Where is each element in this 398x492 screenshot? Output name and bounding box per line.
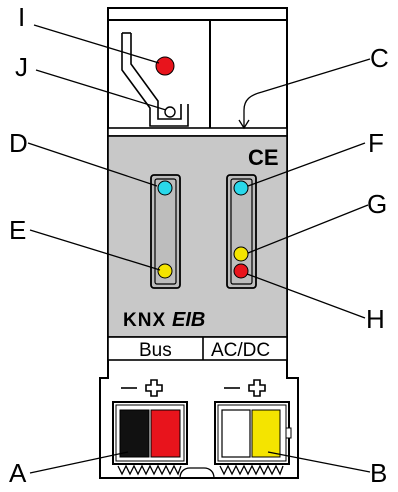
callout-a: A bbox=[9, 458, 27, 487]
ce-mark: CE bbox=[248, 145, 279, 170]
led-h-red bbox=[233, 263, 249, 279]
bus-led-window bbox=[150, 174, 181, 289]
eib-logo: EIB bbox=[172, 309, 205, 331]
power-led-window bbox=[226, 174, 257, 289]
acdc-label: AC/DC bbox=[211, 340, 270, 361]
bus-terminal-plus-red[interactable] bbox=[150, 409, 181, 458]
programming-button[interactable] bbox=[164, 106, 176, 118]
callout-j: J bbox=[15, 52, 28, 82]
power-terminal-side-tab bbox=[285, 427, 292, 439]
bus-polarity-symbols bbox=[121, 379, 163, 397]
callout-c: C bbox=[370, 43, 389, 73]
front-panel bbox=[107, 135, 288, 338]
bus-terminal-minus-black[interactable] bbox=[119, 409, 150, 458]
bus-label: Bus bbox=[139, 340, 172, 361]
power-terminal-plus-yellow[interactable] bbox=[251, 409, 281, 458]
callout-e: E bbox=[9, 215, 26, 245]
led-d-cyan bbox=[157, 180, 173, 196]
upper-band bbox=[107, 127, 288, 137]
callout-h: H bbox=[366, 304, 385, 334]
programming-section bbox=[121, 32, 189, 127]
callout-f: F bbox=[368, 128, 384, 158]
power-polarity-symbols bbox=[224, 379, 266, 397]
programming-led-red bbox=[155, 56, 175, 76]
callout-d: D bbox=[9, 128, 28, 158]
callout-b: B bbox=[370, 458, 387, 487]
led-f-cyan bbox=[233, 180, 249, 196]
led-g-yellow bbox=[233, 246, 249, 262]
callout-g: G bbox=[367, 189, 387, 219]
power-terminal-minus-white[interactable] bbox=[221, 409, 251, 458]
callout-leaders bbox=[27, 24, 371, 474]
bottom-latch bbox=[117, 464, 284, 479]
arrow-head-c bbox=[238, 119, 250, 130]
led-e-yellow bbox=[157, 263, 173, 279]
knx-logo: KNX bbox=[123, 310, 166, 331]
terminal-label-strip bbox=[107, 336, 288, 361]
callout-i: I bbox=[18, 2, 25, 32]
